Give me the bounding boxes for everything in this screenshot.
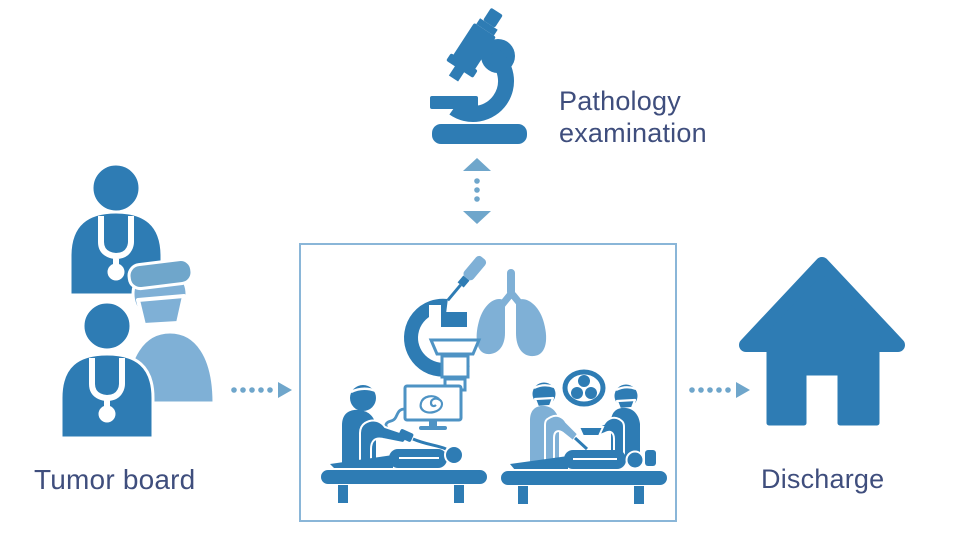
stethoscope-icon [98,216,134,281]
discharge-label: Discharge [761,464,885,494]
vertical-double-arrow-icon [463,158,491,224]
ultrasound-monitor-icon [403,384,463,430]
surgeon-icon [530,382,589,463]
probe-icon [398,429,414,442]
stethoscope-icon [89,358,125,423]
dotted-arrow-right-icon [231,382,292,398]
procedure-room-box [299,243,677,522]
instrument-tray-icon [577,426,605,437]
dotted-arrow-right-icon [689,382,750,398]
image-guided-imaging-group [404,255,547,392]
patient-on-bed-icon [499,450,669,504]
home-icon [739,257,905,426]
scope-line [412,437,447,451]
surgery-scene-icon [499,369,669,504]
surgical-cap-icon [127,258,194,291]
clinician-icon [342,385,447,466]
doctor-icon [59,300,155,440]
lungs-icon [476,269,547,357]
scalpel-icon [573,436,589,451]
tumor-board-clinicians-icon [59,162,216,440]
surgical-lamp-icon [562,369,606,407]
surgeon-icon [124,258,216,405]
image-guided-procedure-scene-icon [319,384,489,503]
pathology-label: Pathology examination [559,86,707,148]
c-arm-icon [404,298,482,392]
patient-on-bed-icon [319,445,489,503]
tumor-board-label: Tumor board [34,464,196,495]
microscope-icon [430,8,527,144]
surgical-mask-icon [136,294,186,327]
biopsy-tool-icon [446,255,487,302]
